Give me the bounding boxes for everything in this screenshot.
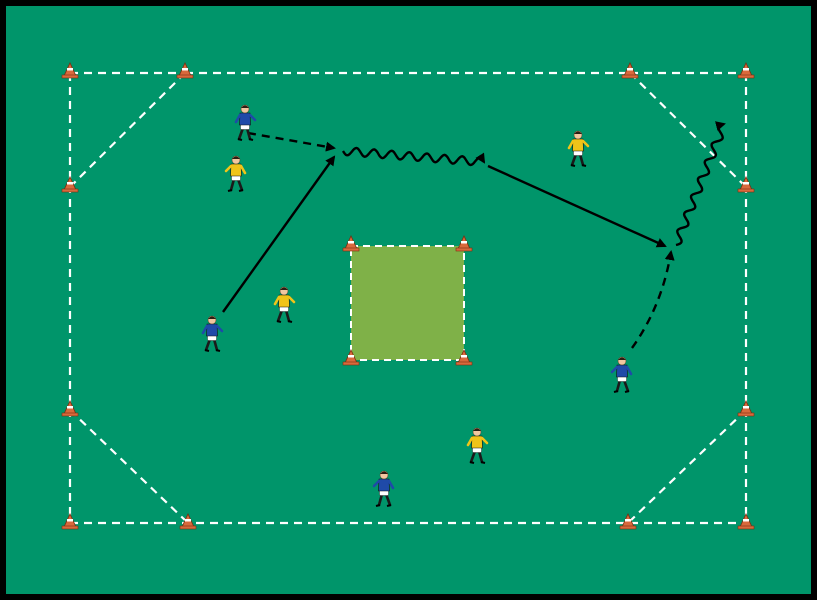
dribble-arrow-right xyxy=(675,121,726,247)
training-cone-icon xyxy=(61,400,79,417)
yellow-player-icon xyxy=(224,155,247,192)
movement-arrows xyxy=(222,121,726,349)
training-cone-icon xyxy=(455,349,473,366)
yellow-player-icon xyxy=(567,130,590,167)
pass-arrow-right xyxy=(487,164,667,248)
players xyxy=(201,104,633,507)
run-arrow-top xyxy=(247,131,336,152)
blue-player-icon xyxy=(234,104,257,141)
training-cone-icon xyxy=(737,400,755,417)
training-cone-icon xyxy=(342,349,360,366)
training-cone-icon xyxy=(342,235,360,252)
field-boundary xyxy=(68,71,748,525)
training-cone-icon xyxy=(737,62,755,79)
training-cone-icon xyxy=(619,513,637,530)
blue-player-icon xyxy=(372,470,395,507)
training-cone-icon xyxy=(179,513,197,530)
center-square xyxy=(350,245,465,361)
blue-player-icon xyxy=(201,315,224,352)
pass-arrow-long xyxy=(222,155,336,313)
training-cone-icon xyxy=(737,176,755,193)
training-cone-icon xyxy=(621,62,639,79)
training-cone-icon xyxy=(61,513,79,530)
training-cone-icon xyxy=(61,62,79,79)
training-cone-icon xyxy=(737,513,755,530)
yellow-player-icon xyxy=(273,286,296,323)
cones xyxy=(61,62,755,530)
blue-player-icon xyxy=(610,356,633,393)
dribble-arrow-top xyxy=(341,146,486,167)
yellow-player-icon xyxy=(466,427,489,464)
training-cone-icon xyxy=(61,176,79,193)
training-cone-icon xyxy=(176,62,194,79)
training-cone-icon xyxy=(455,235,473,252)
